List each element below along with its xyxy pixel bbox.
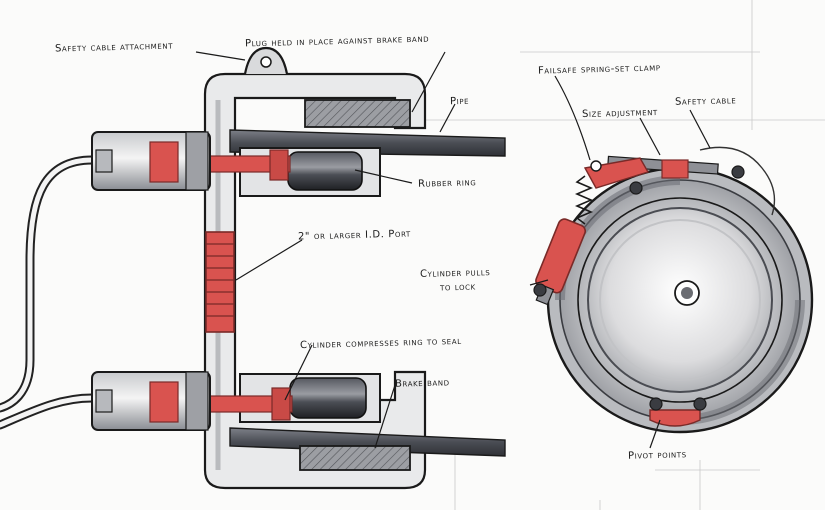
brake-band-block [299,445,411,471]
cylinder-piston-bottom [149,381,179,423]
label-rubber-ring: Rubber ring [417,177,477,190]
size-adjustment-block [661,159,689,179]
rubber-ring-top [287,151,363,191]
label-pivot-points: Pivot points [627,449,687,462]
cylinder-piston-top [149,141,179,183]
label-cylinder-pulls: Cylinder pulls [419,267,491,280]
port-fitting [205,231,235,333]
spring [574,175,594,225]
label-pipe: Pipe [449,95,470,108]
label-size-adjustment: Size adjustment [581,107,659,120]
construction-lines [420,0,825,510]
pipe-bottom [229,427,506,457]
pivot-top-right [731,165,745,179]
hose-top [0,155,97,413]
label-to-lock: to lock [439,281,476,294]
port-threads [206,243,234,317]
pivot-bottom-left [649,397,663,411]
label-brake-band: Brake band [394,377,450,390]
rubber-ring-bottom [289,377,367,419]
leader-lines [195,51,711,449]
pivot-block [649,409,701,427]
safety-cable-wire [699,146,776,216]
pivot-bottom-right [693,397,707,411]
label-safety-cable: Safety cable [674,95,737,108]
upper-plug-block [304,99,411,128]
pivot-top-left [629,181,643,195]
pipe-outer-wall [577,197,783,403]
